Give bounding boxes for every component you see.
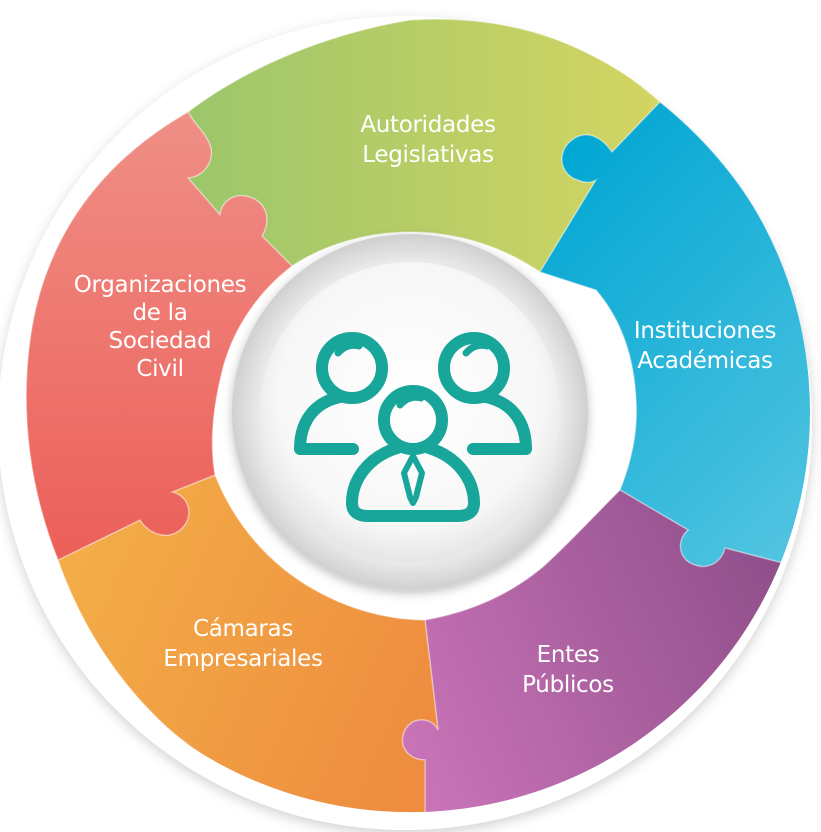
label-line: Entes: [537, 642, 600, 668]
label-line: Civil: [136, 356, 183, 382]
puzzle-ring: [25, 18, 811, 813]
label-line: Sociedad: [109, 328, 212, 354]
puzzle-piece-organizaciones-sociedad-civil: [25, 110, 294, 562]
label-line: Legislativas: [362, 142, 494, 168]
label-line: Autoridades: [360, 112, 495, 138]
label-line: Académicas: [637, 348, 772, 374]
label-line: de la: [132, 300, 187, 326]
people-group-icon: [294, 332, 532, 522]
label-line: Cámaras: [193, 616, 293, 642]
label-line: Empresariales: [163, 646, 322, 672]
label-line: Instituciones: [634, 318, 776, 344]
label-line: Públicos: [522, 672, 614, 698]
label-line: Organizaciones: [74, 272, 247, 298]
